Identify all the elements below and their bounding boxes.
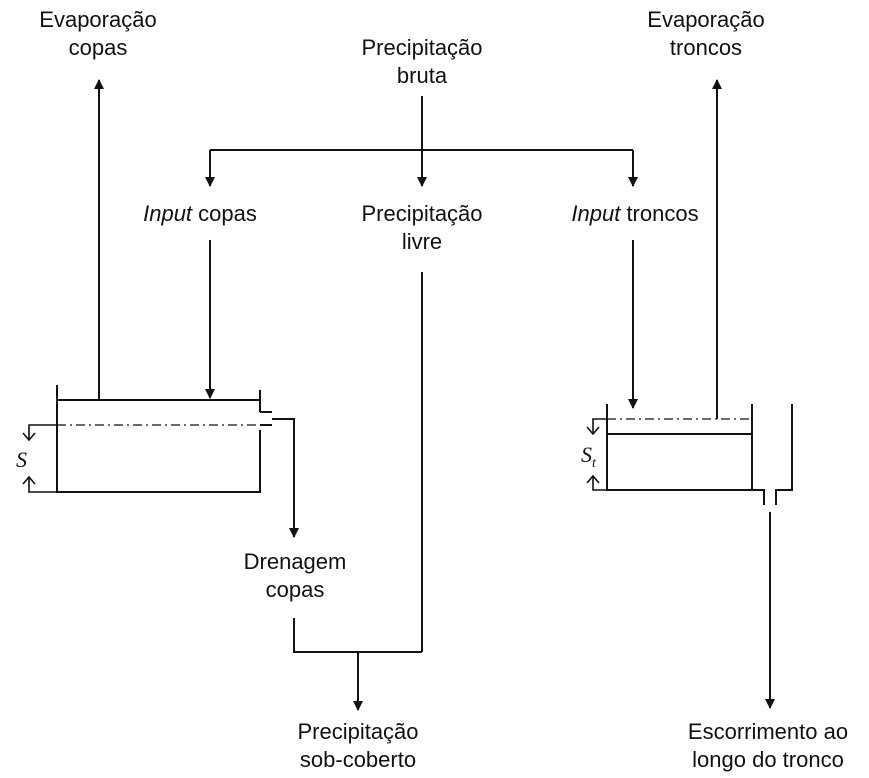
label-input-troncos: Input troncos (571, 201, 699, 226)
canopy-s-marker-top (28, 424, 57, 440)
label-input-copas: Input copas (143, 201, 257, 226)
label-evaporacao-copas: Evaporação copas (39, 7, 157, 60)
trunk-s-marker-bottom (592, 476, 607, 491)
canopy-s-marker-bottom (28, 477, 57, 493)
canopy-tank (56, 385, 261, 493)
canopy-s-arrowhead-bottom (22, 475, 36, 485)
label-precipitacao-bruta: Precipitação bruta (361, 35, 483, 88)
label-drenagem-copas: Drenagem copas (243, 549, 347, 602)
trunk-outlet-left (752, 489, 765, 505)
trunk-s-arrowhead-top (586, 426, 600, 436)
arrow-to-drenagem (272, 418, 299, 538)
trunk-s-marker-top (592, 418, 607, 434)
canopy-s-arrowhead-top (22, 432, 36, 442)
label-evaporacao-troncos: Evaporação troncos (647, 7, 765, 60)
label-precipitacao-livre: Precipitação livre (361, 201, 483, 254)
trunk-outlet-right (775, 404, 793, 505)
trunk-storage-symbol: St (581, 442, 597, 471)
label-escorrimento: Escorrimento ao longo do tronco (687, 719, 849, 772)
label-precipitacao-sob-coberto: Precipitação sob-coberto (297, 719, 419, 772)
canopy-storage-symbol: S (16, 447, 27, 472)
trunk-s-arrowhead-bottom (586, 474, 600, 484)
trunk-tank (606, 404, 753, 491)
drenagem-to-merge (293, 618, 422, 653)
